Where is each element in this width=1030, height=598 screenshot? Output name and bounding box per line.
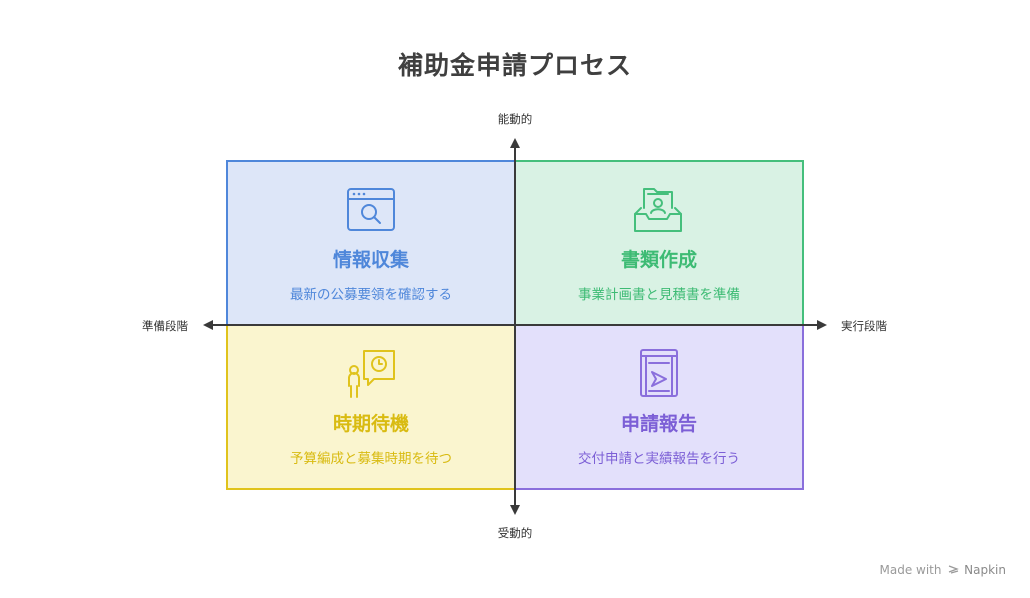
quadrant-title-information-gathering: 情報収集	[332, 249, 409, 271]
axis-arrow-up	[510, 138, 520, 148]
quadrant-desc-application-report: 交付申請と実績報告を行う	[578, 451, 740, 467]
napkin-logo-icon	[949, 565, 960, 574]
person-clock-icon	[348, 350, 395, 398]
axis-label-top: 能動的	[497, 112, 533, 126]
mailbox-send-icon	[640, 349, 678, 397]
credit-prefix: Made with	[879, 563, 942, 577]
quadrant-desc-document-preparation: 事業計画書と見積書を準備	[578, 287, 740, 303]
browser-search-icon	[347, 188, 395, 231]
quadrant-title-document-preparation: 書類作成	[620, 249, 697, 271]
document-inbox-icon	[634, 188, 682, 232]
quadrant-information-gathering	[226, 160, 516, 326]
napkin-credit: Made with Napkin	[880, 563, 1006, 577]
axis-arrow-left	[203, 320, 213, 330]
axis-label-bottom: 受動的	[497, 526, 533, 540]
quadrant-title-application-report: 申請報告	[620, 413, 697, 435]
axis-arrow-right	[817, 320, 827, 330]
quadrant-desc-timing-wait: 予算編成と募集時期を待つ	[290, 451, 452, 467]
diagram-title: 補助金申請プロセス	[397, 51, 632, 80]
credit-brand: Napkin	[964, 563, 1006, 577]
quadrant-desc-information-gathering: 最新の公募要領を確認する	[290, 287, 452, 303]
quadrant-title-timing-wait: 時期待機	[332, 413, 409, 435]
axis-label-left: 準備段階	[142, 319, 188, 333]
axis-label-right: 実行段階	[841, 319, 887, 333]
axis-arrow-down	[510, 505, 520, 515]
